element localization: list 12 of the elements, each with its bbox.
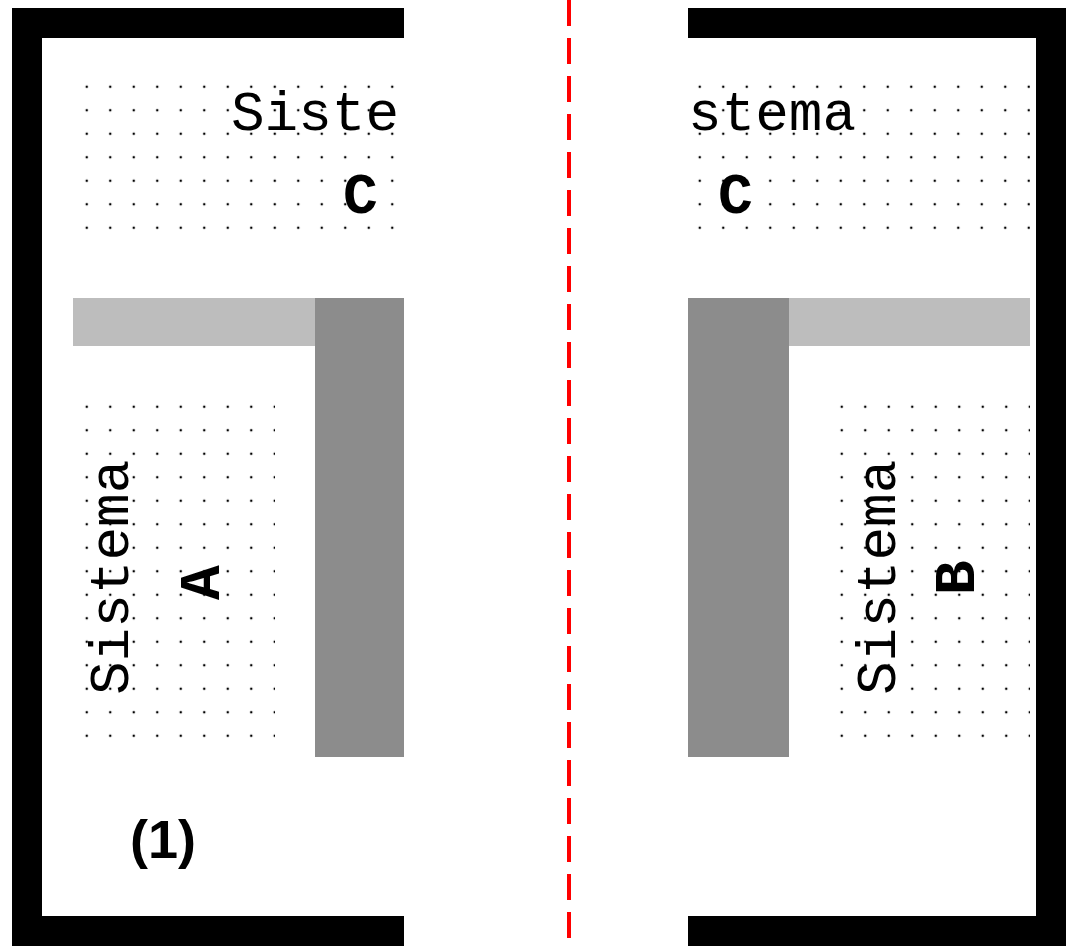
- system-label: Sistema: [85, 459, 141, 695]
- vertical-bar: [688, 298, 789, 757]
- system-letter: A: [175, 565, 233, 600]
- system-letter: B: [930, 560, 988, 595]
- system-letter: C: [718, 169, 753, 227]
- system-letter: C: [343, 169, 378, 227]
- horizontal-bar: [73, 298, 315, 346]
- system-label: Siste: [231, 87, 400, 143]
- horizontal-bar: [789, 298, 1030, 346]
- system-label: Sistema: [852, 459, 908, 695]
- system-label: stema: [688, 87, 857, 143]
- vertical-bar: [315, 298, 404, 757]
